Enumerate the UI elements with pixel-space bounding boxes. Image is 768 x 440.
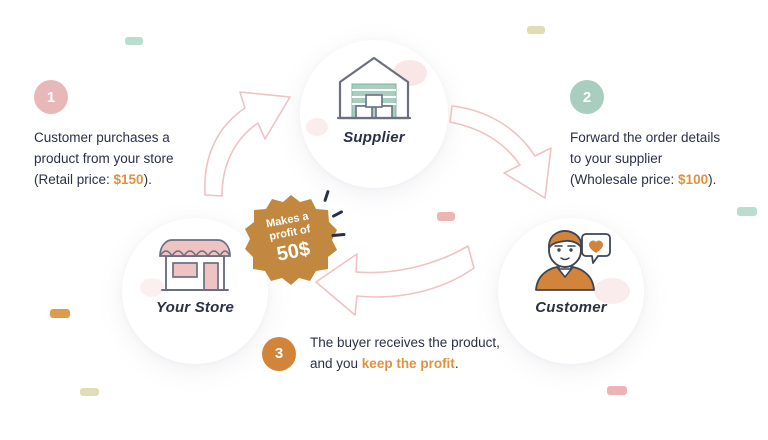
blush-blob-supplier-left xyxy=(306,118,328,136)
arrow-supplier-to-customer xyxy=(449,105,552,199)
step-2-number-badge: 2 xyxy=(570,80,604,114)
step-1-price-suffix: ). xyxy=(143,171,152,187)
step-2-price-prefix: (Wholesale price: xyxy=(570,171,679,187)
confetti-dash xyxy=(527,26,545,34)
step-3: 3 The buyer receives the product, and yo… xyxy=(262,333,500,375)
warehouse-icon xyxy=(336,56,412,120)
storefront-icon xyxy=(159,239,231,291)
store-label: Your Store xyxy=(155,299,235,316)
step-2-number: 2 xyxy=(582,88,592,106)
step-1-number: 1 xyxy=(46,88,56,106)
step-2-wholesale-price: $100 xyxy=(678,171,709,187)
profit-badge: Makes a profit of 50$ xyxy=(245,193,337,285)
step-2-text: Forward the order details to your suppli… xyxy=(570,128,720,191)
step-3-number-badge: 3 xyxy=(262,336,296,371)
step-3-text: The buyer receives the product, and you … xyxy=(310,333,500,375)
step-2: 2 Forward the order details to your supp… xyxy=(570,80,720,191)
step-1-retail-price: $150 xyxy=(113,171,144,187)
confetti-dash xyxy=(737,207,757,216)
step-2-line-2: to your supplier xyxy=(570,150,663,166)
blush-blob-customer xyxy=(594,278,630,304)
step-3-line-1: The buyer receives the product, xyxy=(310,335,500,350)
confetti-dash xyxy=(80,388,99,396)
node-customer[interactable]: Customer xyxy=(498,228,644,316)
step-1-text: Customer purchases a product from your s… xyxy=(34,128,174,191)
confetti-dash xyxy=(607,386,627,395)
step-2-line-3: (Wholesale price: $100). xyxy=(570,170,720,191)
supplier-label: Supplier xyxy=(343,129,405,146)
step-3-line-2: and you keep the profit. xyxy=(310,354,500,375)
step-1-line-3: (Retail price: $150). xyxy=(34,170,174,191)
step-3-prefix: and you xyxy=(310,355,362,371)
node-store[interactable]: Your Store xyxy=(122,230,268,316)
step-1-price-prefix: (Retail price: xyxy=(34,171,114,187)
step-3-highlight: keep the profit xyxy=(361,355,455,371)
badge-starburst-shape xyxy=(245,195,337,285)
step-2-price-suffix: ). xyxy=(708,171,717,187)
step-1-line-1: Customer purchases a xyxy=(34,130,170,145)
step-1-line-2: product from your store xyxy=(34,150,174,166)
sparkle-icon-3 xyxy=(331,232,346,238)
step-1: 1 Customer purchases a product from your… xyxy=(34,80,174,191)
node-supplier[interactable]: Supplier xyxy=(300,52,448,146)
step-3-suffix: . xyxy=(454,355,459,371)
arrow-store-to-supplier xyxy=(204,91,291,197)
confetti-dash xyxy=(125,37,143,45)
confetti-dash xyxy=(50,309,70,318)
confetti-dash xyxy=(437,212,455,221)
step-1-number-badge: 1 xyxy=(34,80,68,114)
blush-blob-store-left xyxy=(140,278,164,297)
step-3-number: 3 xyxy=(274,345,284,363)
customer-icon xyxy=(535,230,611,291)
step-2-line-1: Forward the order details xyxy=(570,130,721,145)
arrow-customer-to-store xyxy=(315,245,475,316)
customer-label: Customer xyxy=(535,299,607,316)
